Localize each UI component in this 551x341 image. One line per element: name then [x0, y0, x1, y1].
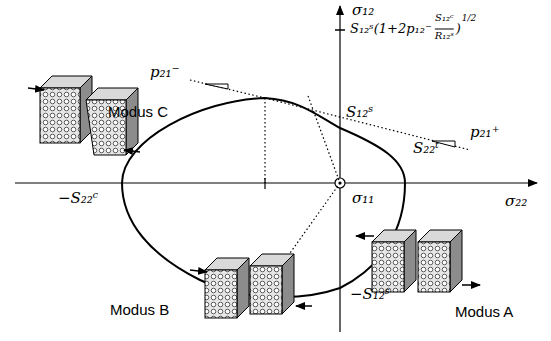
axis-label: σ₁₁	[352, 190, 374, 207]
fraction-bar	[435, 29, 454, 30]
strength-label: −S₁₂ˢ	[350, 286, 390, 303]
mode-label: Modus A	[455, 304, 513, 321]
axis-label: σ₂₂	[505, 193, 527, 210]
axis-label: σ₁₂	[352, 2, 374, 19]
formula-denominator: R₁₂ˢ	[435, 30, 454, 41]
mode-label: Modus C	[108, 104, 168, 121]
formula-numerator: S₁₂ᶜ	[435, 12, 453, 23]
formula-part: )	[456, 22, 461, 36]
slope-label: p₂₁⁺	[470, 124, 500, 141]
strength-label: S₂₂ᵗ	[413, 140, 439, 157]
formula-exponent: 1/2	[462, 14, 476, 24]
strength-label: S₁₂ˢ	[346, 104, 373, 121]
slope-label: p₂₁⁻	[150, 64, 180, 81]
strength-label: −S₂₂ᶜ	[58, 190, 98, 207]
formula-part: S₁₂ˢ(1+2p₁₂⁻	[350, 22, 432, 36]
mode-label: Modus B	[110, 302, 169, 319]
